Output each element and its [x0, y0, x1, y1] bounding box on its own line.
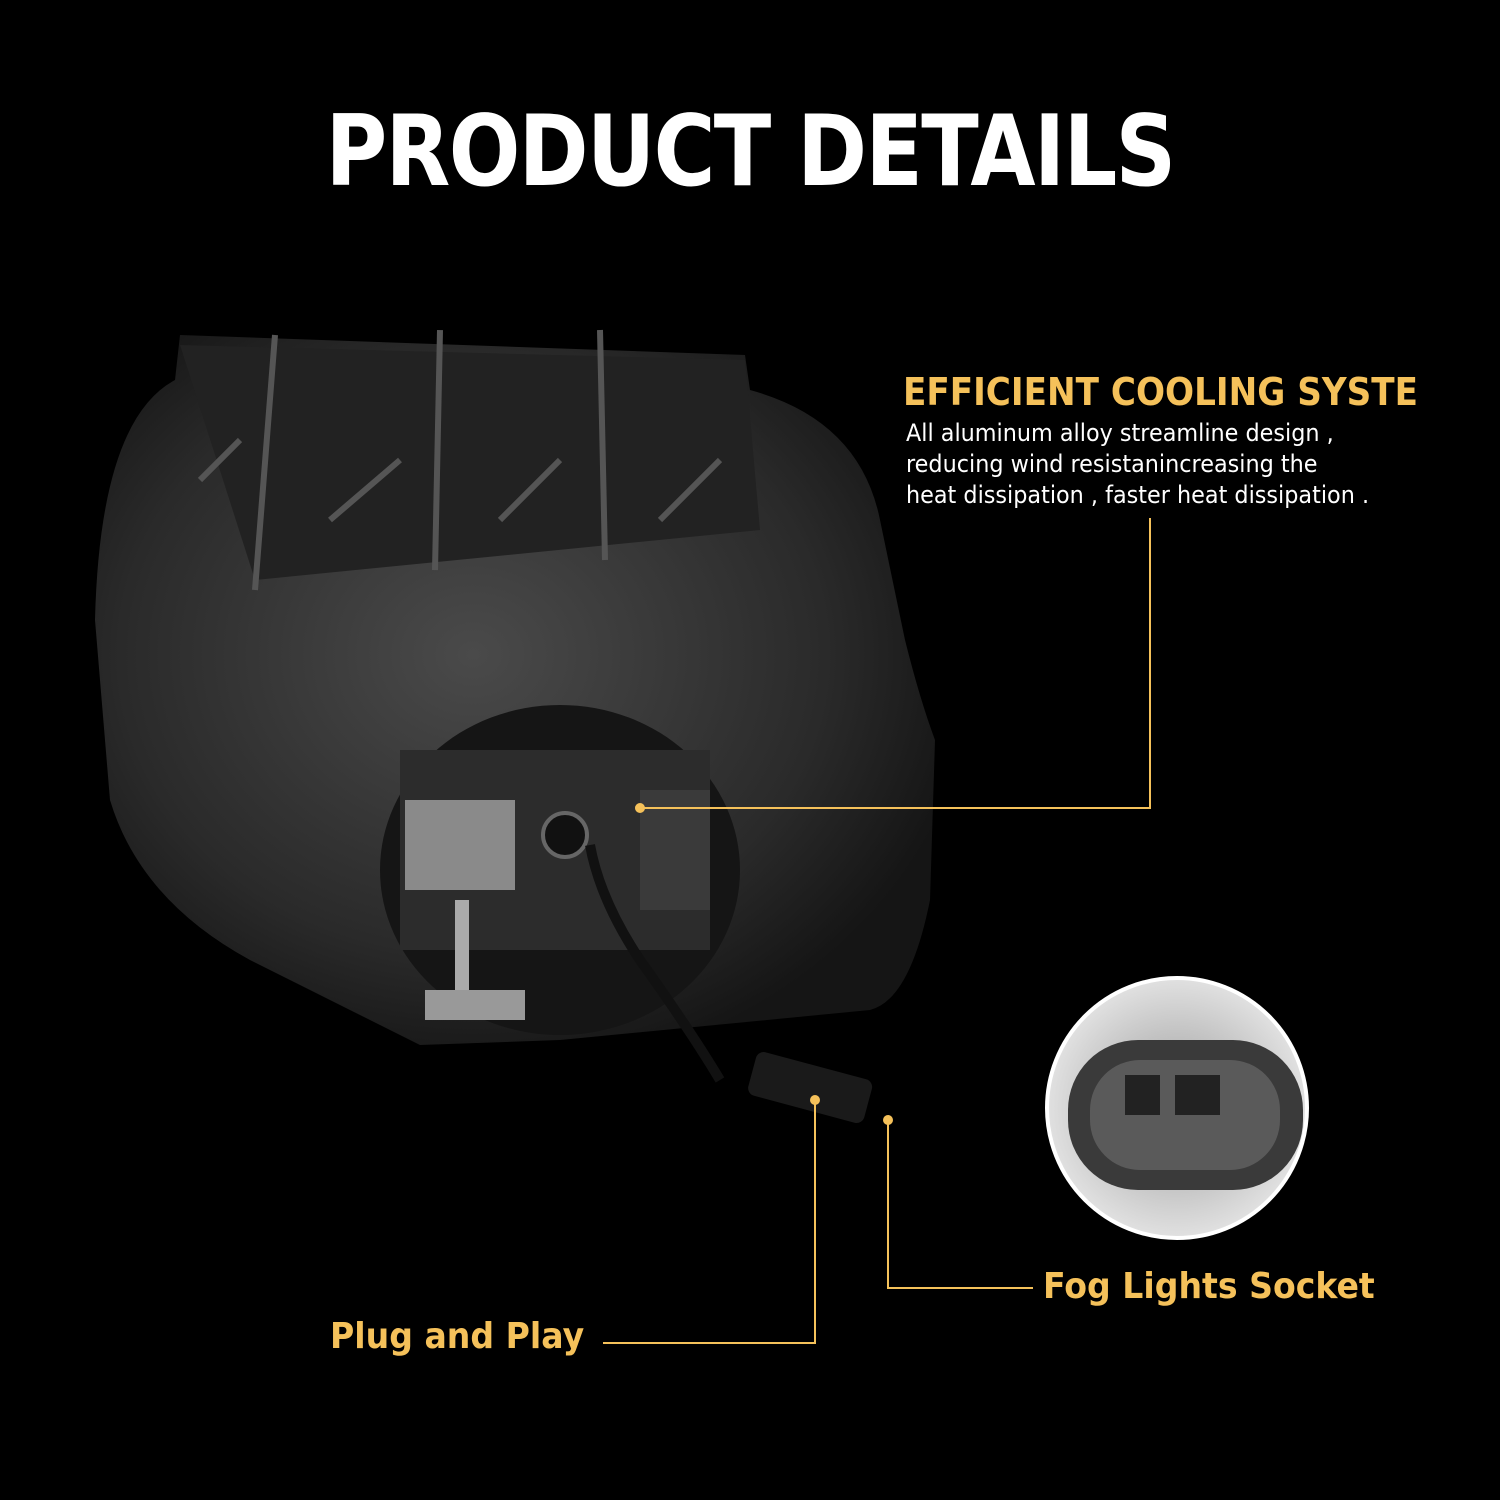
socket-inset [1045, 976, 1309, 1240]
cooling-line: All aluminum alloy streamline design , [906, 419, 1334, 447]
cooling-heading: EFFICIENT COOLING SYSTE [903, 370, 1418, 414]
page-title: PRODUCT DETAILS [325, 95, 1176, 209]
fog-light-housing [95, 329, 935, 1123]
callout-dot [883, 1115, 893, 1125]
callout-dot [635, 803, 645, 813]
cooling-description: All aluminum alloy streamline design , r… [906, 418, 1369, 511]
cooling-line: heat dissipation , faster heat dissipati… [906, 481, 1370, 509]
fog-lights-socket-label: Fog Lights Socket [1043, 1266, 1375, 1307]
leader-lines [603, 518, 1151, 1344]
cooling-line: reducing wind resistanincreasing the [906, 450, 1318, 478]
plug-and-play-label: Plug and Play [330, 1316, 585, 1357]
callout-dot [810, 1095, 820, 1105]
